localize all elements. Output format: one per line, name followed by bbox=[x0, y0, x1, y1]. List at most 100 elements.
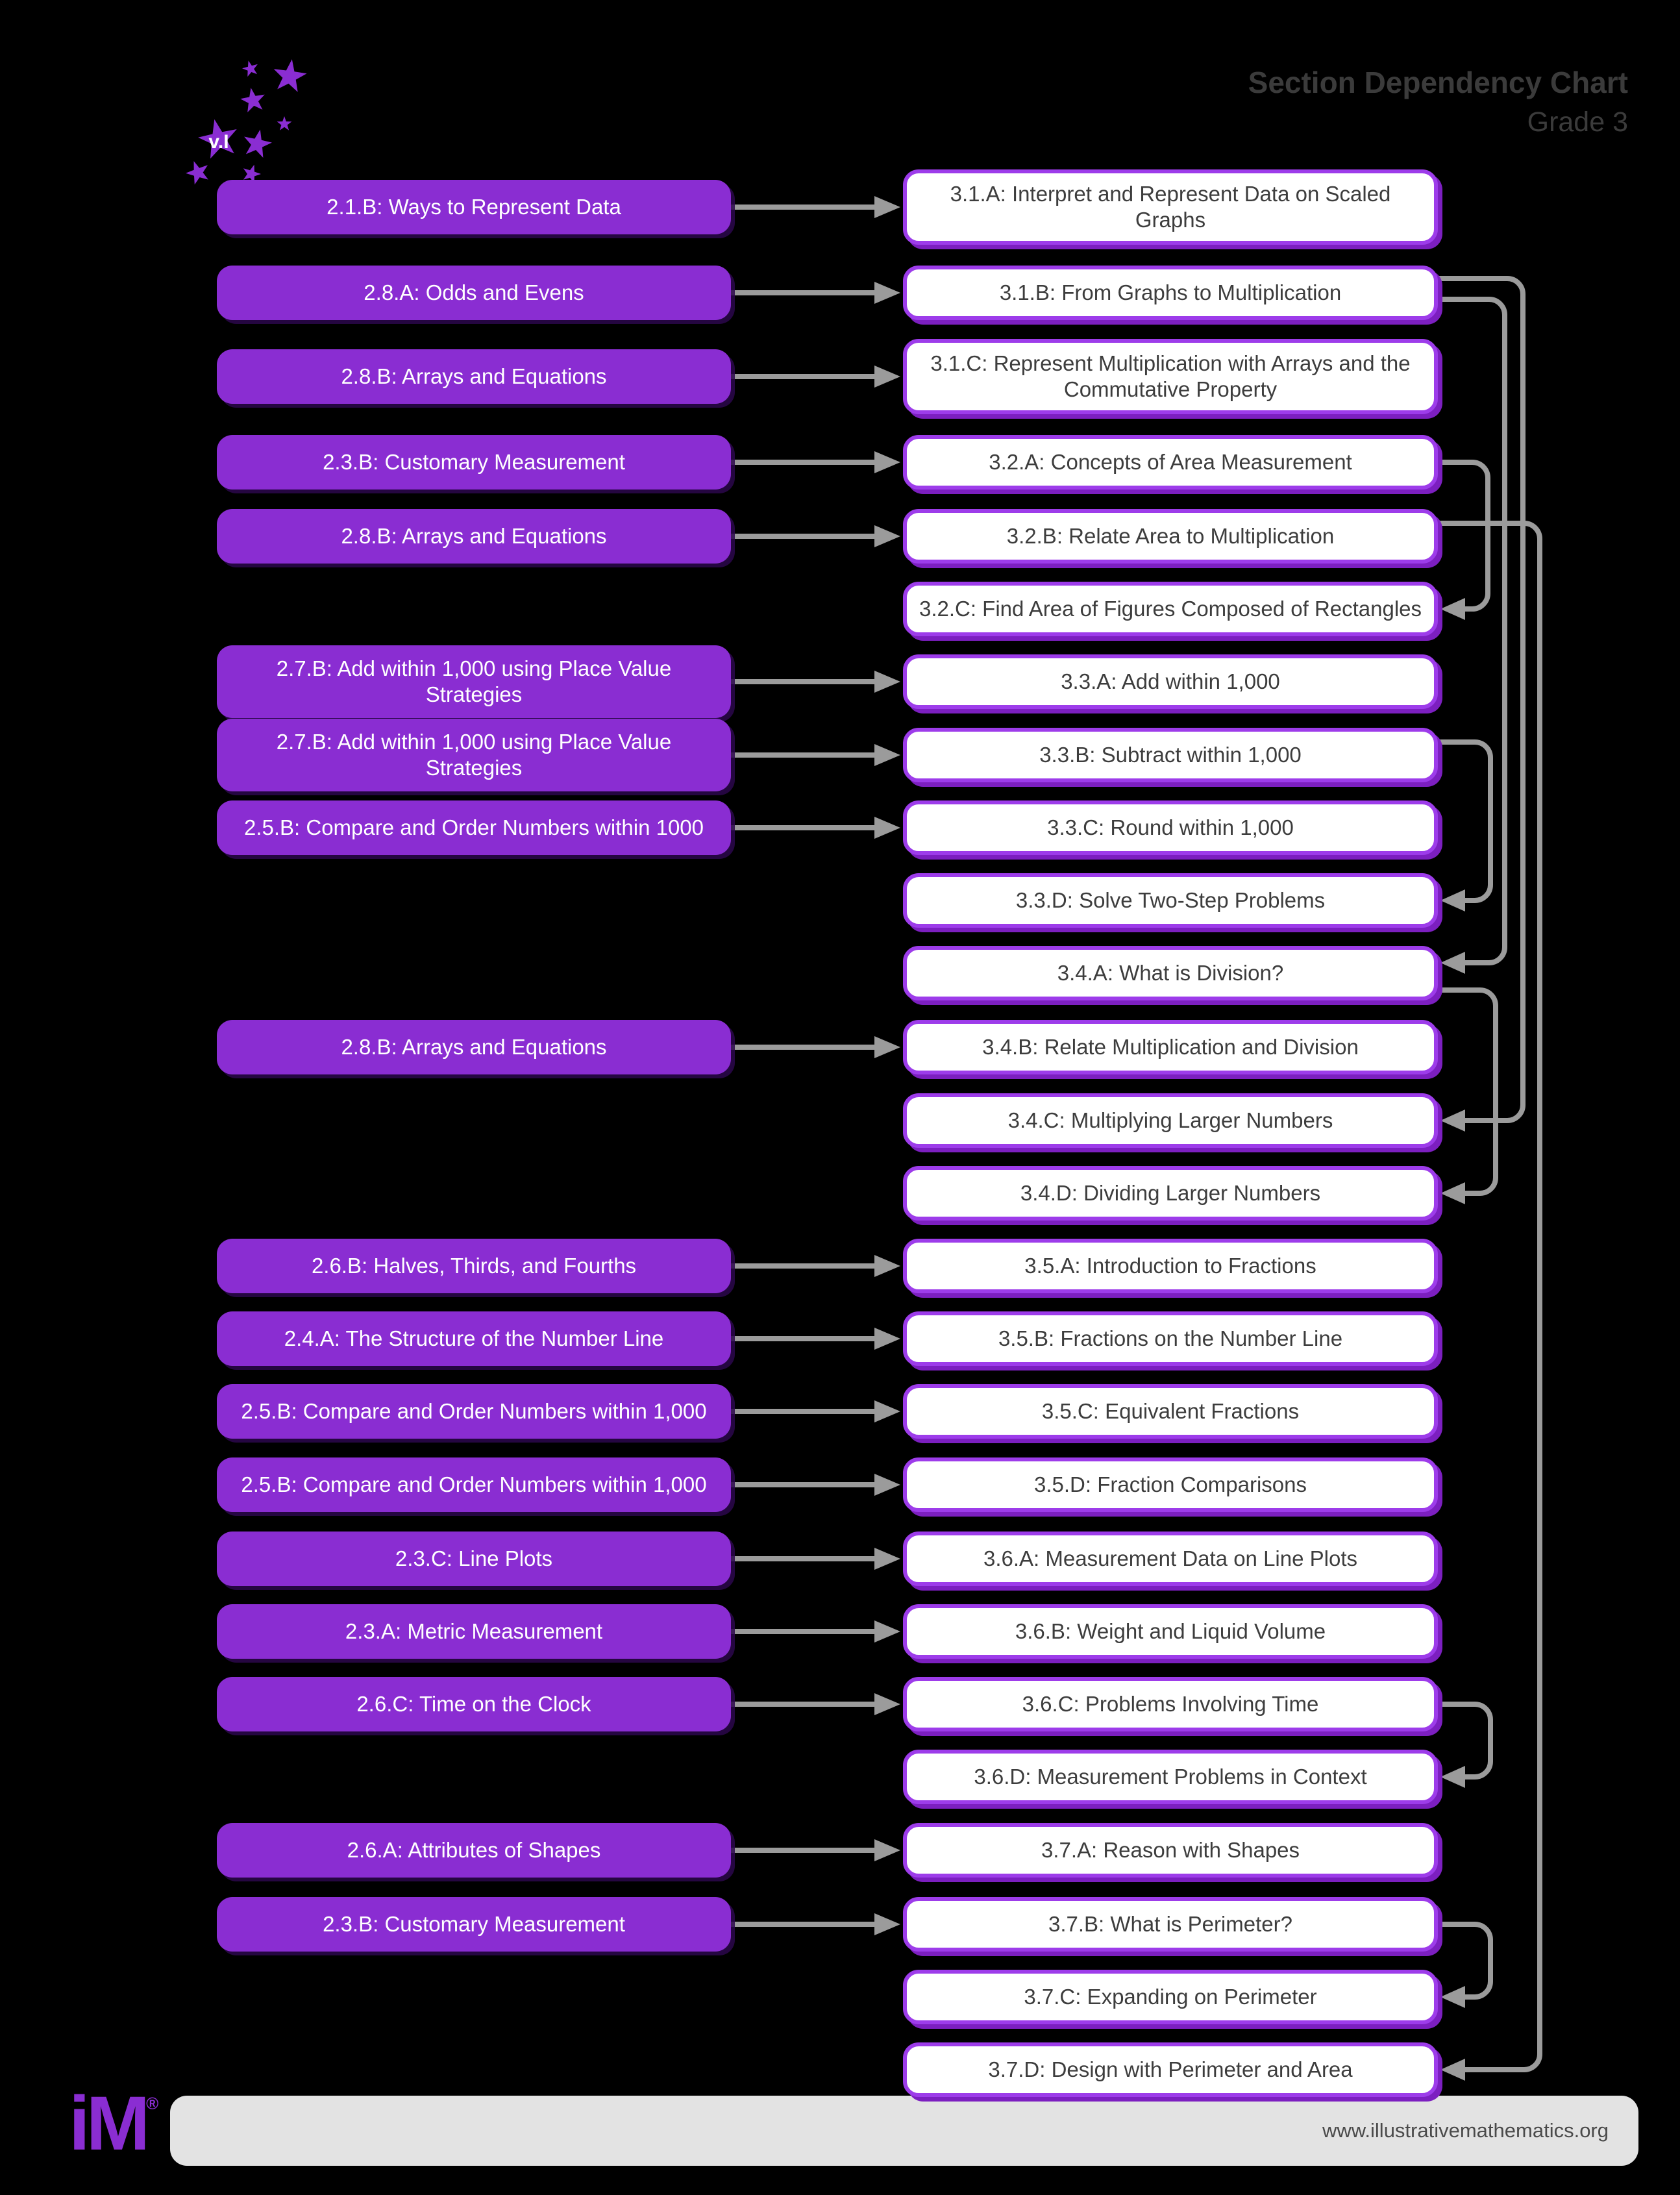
grade2-section-box: 2.8.B: Arrays and Equations bbox=[217, 509, 731, 564]
grade2-section-label: 2.5.B: Compare and Order Numbers within … bbox=[243, 815, 704, 839]
grade3-section-label: 3.2.B: Relate Area to Multiplication bbox=[1006, 523, 1335, 548]
star-icon bbox=[243, 164, 261, 184]
grade3-section-label: 3.4.D: Dividing Larger Numbers bbox=[1020, 1180, 1321, 1205]
arrowhead-right-icon bbox=[874, 525, 900, 547]
grade3-section-label: 3.3.C: Round within 1,000 bbox=[1047, 815, 1294, 839]
grade3-section-box: 3.3.D: Solve Two-Step Problems bbox=[903, 873, 1438, 928]
dependency-elbow-line bbox=[1438, 1702, 1493, 1780]
arrowhead-right-icon bbox=[874, 1693, 900, 1715]
grade3-section-label: 3.5.C: Equivalent Fractions bbox=[1041, 1398, 1300, 1423]
grade3-section-label: 3.6.B: Weight and Liquid Volume bbox=[1015, 1618, 1326, 1643]
grade3-section-label: 3.5.D: Fraction Comparisons bbox=[1034, 1472, 1307, 1496]
grade3-section-box: 3.7.B: What is Perimeter? bbox=[903, 1897, 1438, 1952]
grade3-section-box: 3.3.B: Subtract within 1,000 bbox=[903, 728, 1438, 782]
grade3-section-label: 3.7.A: Reason with Shapes bbox=[1041, 1837, 1300, 1862]
arrowhead-left-icon bbox=[1440, 598, 1465, 620]
grade2-section-box: 2.1.B: Ways to Represent Data bbox=[217, 180, 731, 234]
arrowhead-right-icon bbox=[874, 282, 900, 304]
grade3-section-label: 3.6.A: Measurement Data on Line Plots bbox=[983, 1546, 1357, 1570]
arrowhead-right-icon bbox=[874, 1400, 900, 1422]
grade2-section-label: 2.6.B: Halves, Thirds, and Fourths bbox=[311, 1253, 637, 1278]
dependency-elbow-line bbox=[1438, 297, 1507, 965]
grade3-section-label: 3.7.C: Expanding on Perimeter bbox=[1024, 1984, 1317, 2009]
arrowhead-right-icon bbox=[874, 671, 900, 693]
dependency-elbow-line bbox=[1438, 739, 1493, 903]
grade3-section-box: 3.6.D: Measurement Problems in Context bbox=[903, 1750, 1438, 1804]
grade2-section-box: 2.3.B: Customary Measurement bbox=[217, 1897, 731, 1952]
grade2-section-box: 2.4.A: The Structure of the Number Line bbox=[217, 1311, 731, 1366]
arrowhead-right-icon bbox=[874, 1328, 900, 1350]
star-icon bbox=[277, 116, 292, 130]
grade3-section-label: 3.5.A: Introduction to Fractions bbox=[1024, 1253, 1316, 1278]
arrowhead-right-icon bbox=[874, 1255, 900, 1277]
arrowhead-left-icon bbox=[1440, 2059, 1465, 2081]
arrowhead-right-icon bbox=[874, 366, 900, 388]
grade2-section-box: 2.5.B: Compare and Order Numbers within … bbox=[217, 1384, 731, 1439]
footer-bar: www.illustrativemathematics.org bbox=[170, 2096, 1638, 2166]
grade3-section-label: 3.4.A: What is Division? bbox=[1057, 960, 1284, 985]
grade3-section-label: 3.3.B: Subtract within 1,000 bbox=[1039, 742, 1302, 767]
arrowhead-left-icon bbox=[1440, 1182, 1465, 1204]
arrowhead-right-icon bbox=[874, 196, 900, 218]
grade3-section-box: 3.5.C: Equivalent Fractions bbox=[903, 1384, 1438, 1439]
grade2-section-label: 2.1.B: Ways to Represent Data bbox=[327, 194, 621, 219]
star-icon bbox=[244, 129, 272, 158]
grade3-section-label: 3.3.D: Solve Two-Step Problems bbox=[1015, 887, 1326, 912]
grade3-section-box: 3.2.B: Relate Area to Multiplication bbox=[903, 509, 1438, 564]
grade2-section-box: 2.8.A: Odds and Evens bbox=[217, 266, 731, 320]
arrowhead-left-icon bbox=[1440, 952, 1465, 974]
logo-badge-text: v.I bbox=[208, 131, 229, 153]
grade3-section-box: 3.4.D: Dividing Larger Numbers bbox=[903, 1166, 1438, 1221]
grade2-section-label: 2.7.B: Add within 1,000 using Place Valu… bbox=[276, 656, 672, 706]
grade2-section-label: 2.3.A: Metric Measurement bbox=[345, 1618, 603, 1643]
grade2-section-box: 2.5.B: Compare and Order Numbers within … bbox=[217, 1457, 731, 1512]
star-icon bbox=[240, 88, 265, 112]
grade2-section-label: 2.5.B: Compare and Order Numbers within … bbox=[241, 1398, 707, 1423]
grade3-section-label: 3.1.C: Represent Multiplication with Arr… bbox=[930, 351, 1411, 401]
grade2-section-box: 2.3.A: Metric Measurement bbox=[217, 1604, 731, 1659]
grade3-section-box: 3.1.C: Represent Multiplication with Arr… bbox=[903, 339, 1438, 414]
arrowhead-right-icon bbox=[874, 1548, 900, 1570]
footer-url: www.illustrativemathematics.org bbox=[1322, 2119, 1609, 2142]
grade2-section-label: 2.8.B: Arrays and Equations bbox=[341, 523, 607, 548]
arrowhead-right-icon bbox=[874, 1620, 900, 1643]
grade2-section-box: 2.6.A: Attributes of Shapes bbox=[217, 1823, 731, 1878]
grade3-section-label: 3.1.A: Interpret and Represent Data on S… bbox=[950, 181, 1391, 232]
page-title: Section Dependency Chart bbox=[1248, 66, 1628, 99]
grade3-section-box: 3.4.A: What is Division? bbox=[903, 946, 1438, 1000]
im-stars-logo: v.I bbox=[186, 59, 307, 185]
grade2-section-label: 2.8.B: Arrays and Equations bbox=[341, 1034, 607, 1059]
grade2-section-label: 2.5.B: Compare and Order Numbers within … bbox=[241, 1472, 707, 1496]
grade3-section-box: 3.7.A: Reason with Shapes bbox=[903, 1823, 1438, 1878]
arrowhead-right-icon bbox=[874, 1839, 900, 1861]
chart-header: Section Dependency Chart Grade 3 bbox=[1248, 65, 1628, 138]
grade3-section-box: 3.5.D: Fraction Comparisons bbox=[903, 1457, 1438, 1512]
grade2-section-label: 2.3.C: Line Plots bbox=[395, 1546, 553, 1570]
dependency-elbow-line bbox=[1438, 276, 1526, 1123]
grade3-section-label: 3.7.B: What is Perimeter? bbox=[1048, 1911, 1292, 1936]
dependency-elbow-line bbox=[1438, 987, 1498, 1196]
dependency-elbow-line bbox=[1438, 521, 1542, 2072]
grade3-section-label: 3.2.C: Find Area of Figures Composed of … bbox=[919, 596, 1422, 621]
arrowhead-right-icon bbox=[874, 1913, 900, 1935]
im-logo-text: iM bbox=[69, 2081, 150, 2166]
grade2-section-label: 2.3.B: Customary Measurement bbox=[323, 1911, 625, 1936]
star-icon bbox=[273, 59, 307, 92]
registered-trademark-icon: ® bbox=[146, 2094, 159, 2113]
grade3-section-box: 3.6.B: Weight and Liquid Volume bbox=[903, 1604, 1438, 1659]
grade3-section-box: 3.5.A: Introduction to Fractions bbox=[903, 1239, 1438, 1293]
grade2-section-box: 2.7.B: Add within 1,000 using Place Valu… bbox=[217, 645, 731, 718]
arrowhead-left-icon bbox=[1440, 889, 1465, 911]
grade3-section-label: 3.2.A: Concepts of Area Measurement bbox=[989, 449, 1352, 474]
grade3-section-label: 3.7.D: Design with Perimeter and Area bbox=[988, 2057, 1353, 2081]
grade3-section-box: 3.3.C: Round within 1,000 bbox=[903, 800, 1438, 855]
grade3-section-box: 3.7.D: Design with Perimeter and Area bbox=[903, 2042, 1438, 2097]
grade3-section-box: 3.2.A: Concepts of Area Measurement bbox=[903, 435, 1438, 490]
arrowhead-right-icon bbox=[874, 1474, 900, 1496]
grade2-section-box: 2.3.B: Customary Measurement bbox=[217, 435, 731, 490]
grade2-section-box: 2.7.B: Add within 1,000 using Place Valu… bbox=[217, 719, 731, 791]
grade3-section-label: 3.6.C: Problems Involving Time bbox=[1022, 1691, 1319, 1716]
grade3-section-box: 3.3.A: Add within 1,000 bbox=[903, 654, 1438, 709]
grade2-section-box: 2.6.C: Time on the Clock bbox=[217, 1677, 731, 1731]
